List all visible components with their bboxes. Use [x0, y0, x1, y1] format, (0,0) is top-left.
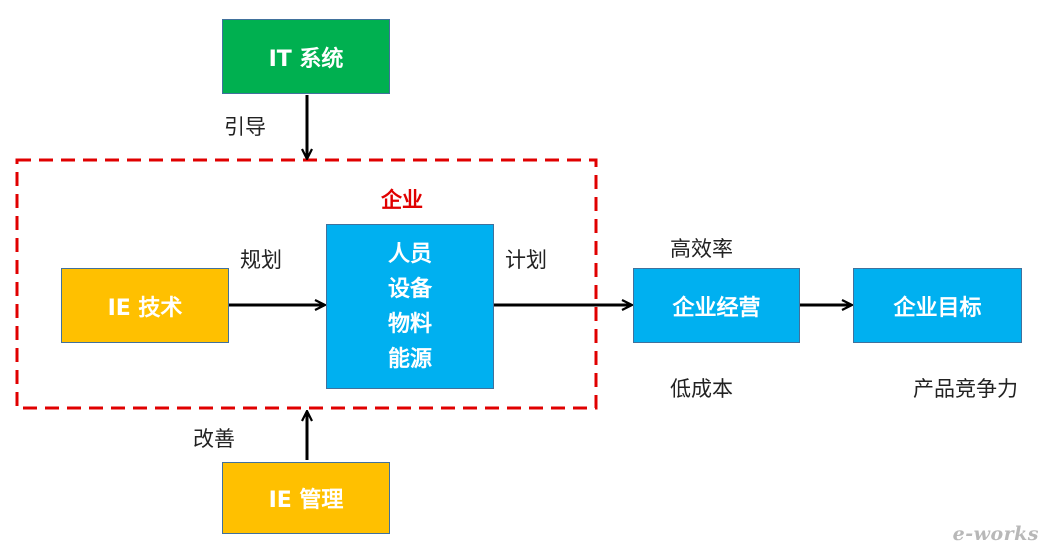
ie-management-node: IE 管理: [222, 462, 390, 534]
resource-equipment: 设备: [387, 276, 432, 302]
it-system-label: IT 系统: [268, 46, 344, 72]
ie-technology-node: IE 技术: [61, 268, 229, 343]
business-goal-label: 企业目标: [893, 295, 982, 321]
label-low-cost: 低成本: [670, 377, 733, 401]
enterprise-title: 企业: [381, 188, 423, 212]
ie-management-label: IE 管理: [268, 488, 344, 513]
business-goal-node: 企业目标: [853, 268, 1022, 343]
it-system-node: IT 系统: [222, 19, 390, 94]
resources-node: 人员 设备 物料 能源: [326, 224, 494, 389]
label-improve: 改善: [193, 427, 235, 451]
label-competitiveness: 产品竞争力: [913, 377, 1018, 401]
resource-energy: 能源: [387, 346, 432, 372]
business-operation-node: 企业经营: [633, 268, 800, 343]
resource-personnel: 人员: [387, 241, 432, 267]
resource-materials: 物料: [387, 311, 432, 337]
business-operation-label: 企业经营: [672, 295, 761, 321]
label-high-efficiency: 高效率: [670, 237, 733, 261]
label-guide: 引导: [224, 115, 266, 139]
ie-technology-label: IE 技术: [107, 295, 183, 321]
e-works-watermark-logo: e-works: [952, 523, 1039, 545]
enterprise-boundary: [15, 158, 598, 410]
label-plan: 计划: [505, 248, 547, 272]
label-planning: 规划: [240, 248, 282, 272]
